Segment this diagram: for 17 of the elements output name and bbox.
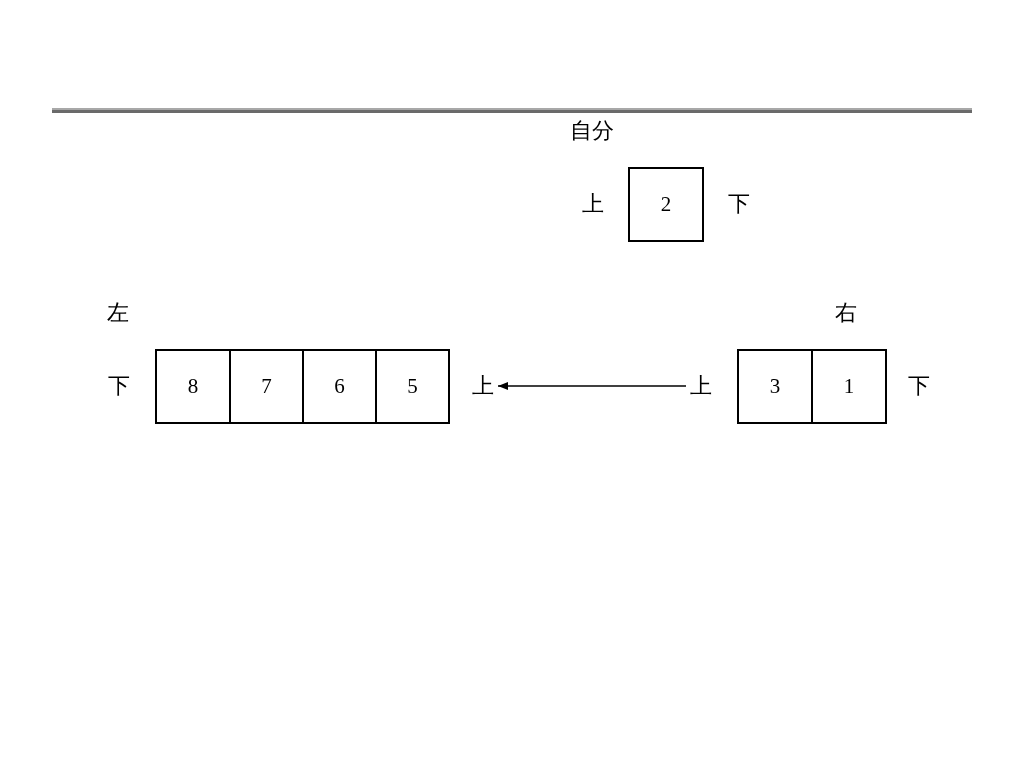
card: 5	[375, 349, 450, 424]
card: 6	[302, 349, 377, 424]
side-label: 上	[690, 375, 712, 397]
side-label: 下	[908, 375, 930, 397]
side-label: 下	[108, 375, 130, 397]
card: 8	[155, 349, 231, 424]
card: 1	[811, 349, 887, 424]
player-heading: 右	[835, 302, 857, 324]
card: 7	[229, 349, 304, 424]
side-label: 上	[472, 375, 494, 397]
side-label: 下	[728, 193, 750, 215]
arrow	[497, 382, 687, 390]
card: 2	[628, 167, 704, 242]
side-label: 上	[582, 193, 604, 215]
player-heading: 左	[107, 302, 129, 324]
player-heading: 自分	[570, 120, 614, 142]
card: 3	[737, 349, 813, 424]
